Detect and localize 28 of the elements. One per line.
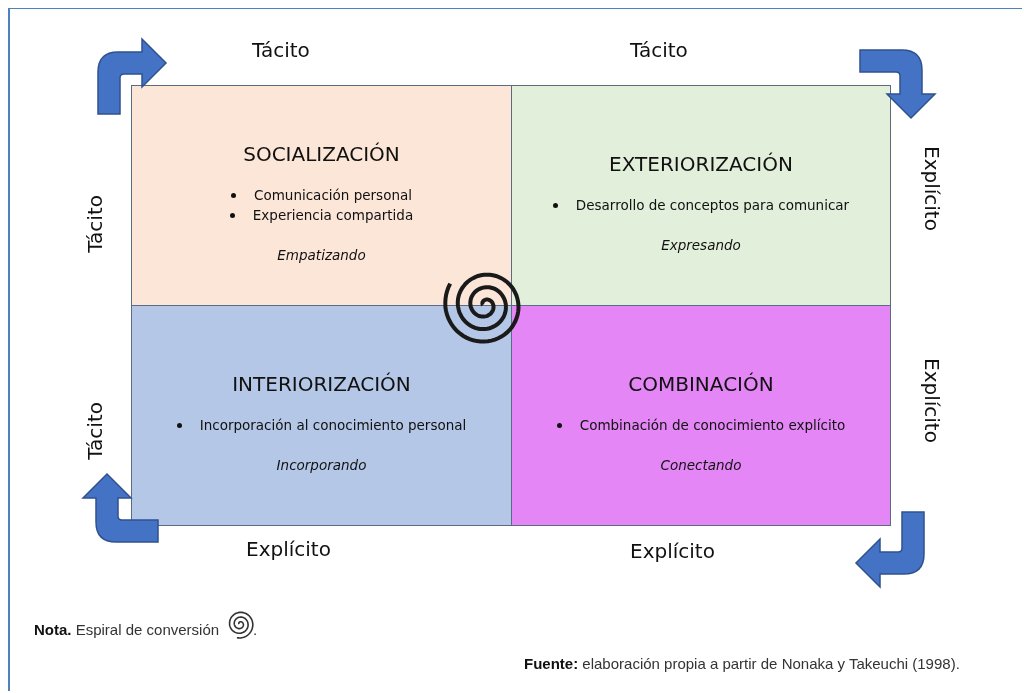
bullet-item: Comunicación personal — [254, 187, 412, 203]
quadrant-heading: INTERIORIZACIÓN — [231, 372, 412, 396]
quadrant-heading: SOCIALIZACIÓN — [242, 142, 401, 166]
axis-label: Explícito — [920, 358, 944, 443]
quadrant-verb: Expresando — [661, 237, 741, 253]
quadrant-panel — [131, 85, 512, 306]
axis-label: Explícito — [920, 146, 944, 231]
quadrant-heading: COMBINACIÓN — [627, 372, 775, 396]
quadrant-verb: Empatizando — [277, 247, 366, 263]
axis-label: Explícito — [246, 537, 331, 561]
quadrant-panel — [511, 305, 891, 526]
quadrant-verb: Conectando — [660, 457, 742, 473]
axis-label: Tácito — [83, 195, 107, 253]
bullet-item: Incorporación al conocimiento personal — [199, 417, 467, 433]
note-text: . — [253, 621, 258, 638]
axis-label: Explícito — [630, 539, 715, 563]
axis-label: Tácito — [630, 38, 688, 62]
quadrant-verb: Incorporando — [276, 457, 367, 473]
bullet-item: Combinación de conocimiento explícito — [579, 417, 846, 433]
quadrant-heading: EXTERIORIZACIÓN — [608, 152, 794, 176]
quadrant-panel — [511, 85, 891, 306]
source-note: Fuente: elaboración propia a partir de Nonaka y Takeuchi (1998). — [524, 655, 960, 672]
bullet-item: Experiencia compartida — [252, 207, 414, 223]
axis-label: Tácito — [83, 402, 107, 460]
note-text: Nota. Espiral de conversión — [34, 621, 220, 638]
axis-label: Tácito — [252, 38, 310, 62]
bullet-item: Desarrollo de conceptos para comunicar — [575, 197, 850, 213]
quadrant-panel — [131, 305, 512, 526]
